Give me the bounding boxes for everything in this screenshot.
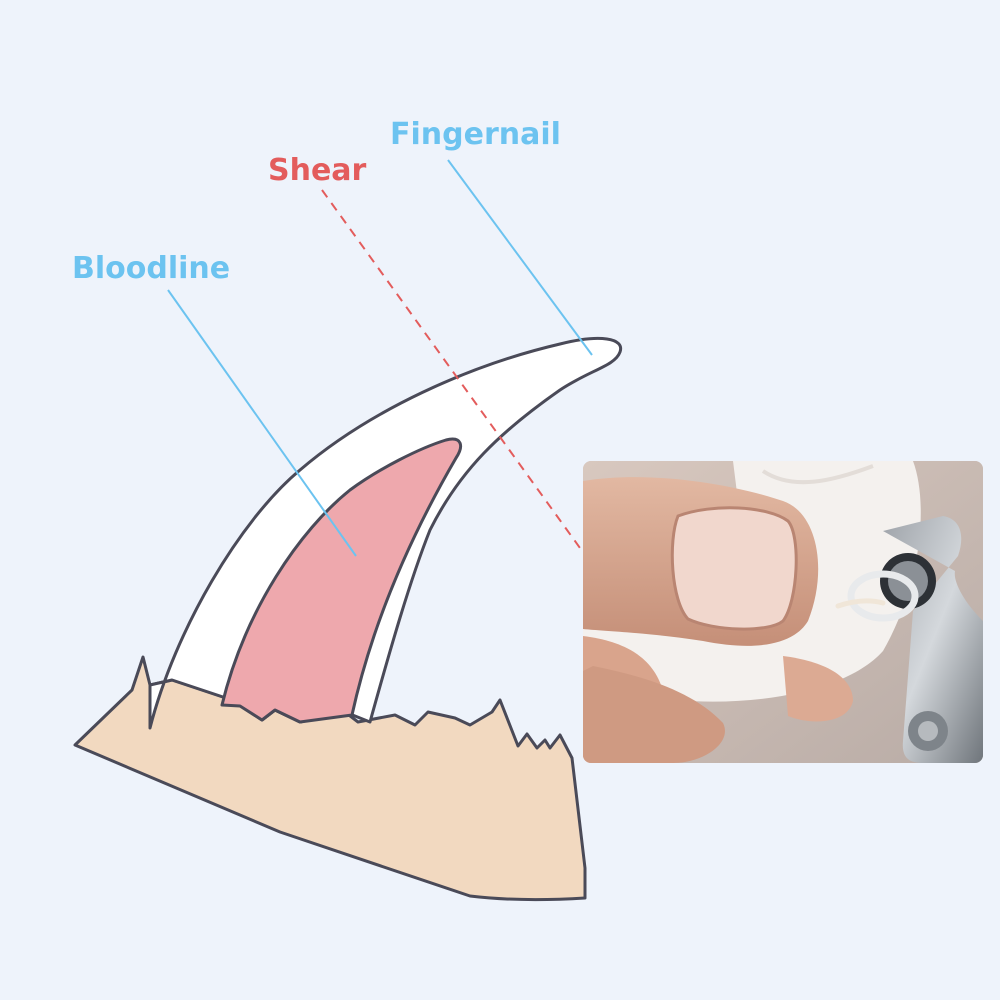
- fingernail-label: Fingernail: [390, 117, 561, 152]
- bloodline-label: Bloodline: [72, 251, 231, 286]
- clipper-ring: [847, 570, 919, 622]
- nail-clipper: [883, 516, 983, 763]
- bloodline-leader-line: [167, 289, 357, 557]
- fingernail-leader-line: [447, 159, 593, 356]
- cat-claw: [835, 598, 886, 609]
- thumbnail: [670, 506, 798, 631]
- shear-label: Shear: [268, 153, 367, 188]
- bloodline-quick: [220, 437, 463, 724]
- nail-clipping-photo: [583, 461, 983, 763]
